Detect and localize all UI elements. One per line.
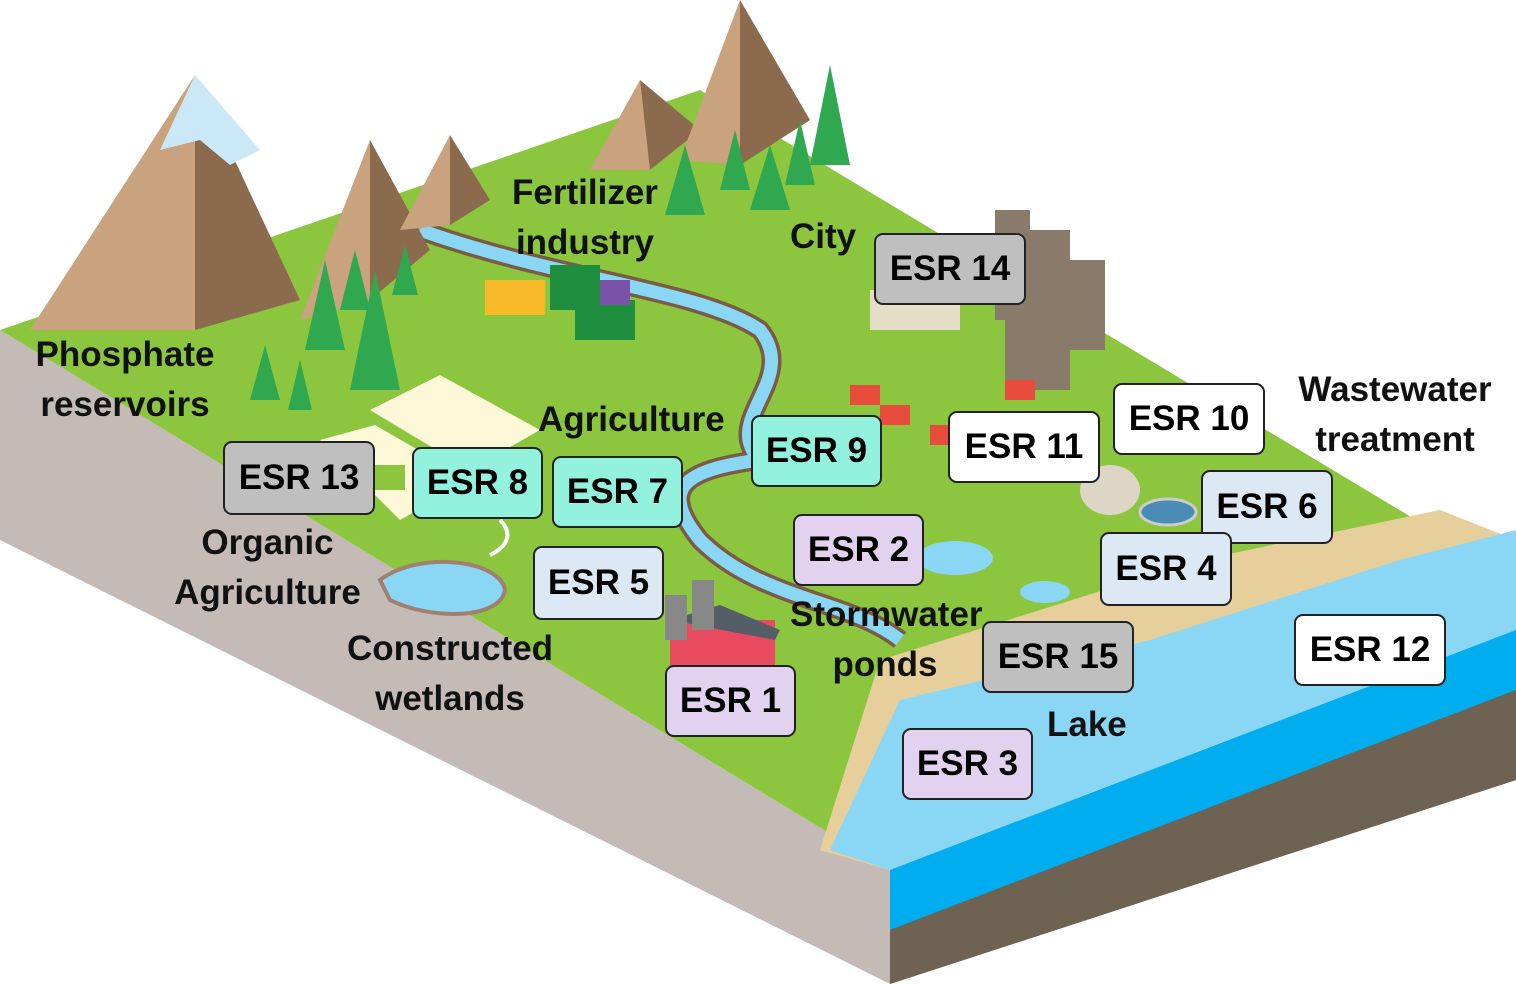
esr-7-box: ESR 7 <box>552 456 683 528</box>
esr-15-box: ESR 15 <box>982 621 1134 693</box>
barn <box>665 580 780 670</box>
esr-3-box: ESR 3 <box>902 728 1033 800</box>
ground-left-face <box>0 330 890 984</box>
label-organic-agriculture: Organic Agriculture <box>174 523 361 612</box>
esr-12-box: ESR 12 <box>1294 614 1446 686</box>
esr-10-box: ESR 10 <box>1113 383 1265 455</box>
esr-4-box: ESR 4 <box>1100 532 1232 606</box>
lake-front <box>890 630 1516 930</box>
label-fertilizer-industry: Fertilizer industry <box>512 173 658 262</box>
label-wastewater-treatment: Wastewater treatment <box>1298 370 1492 459</box>
houses <box>850 380 1035 445</box>
label-stormwater-ponds: Stormwater ponds <box>790 595 983 684</box>
esr-6-box: ESR 6 <box>1201 470 1333 544</box>
wetland-pond <box>377 559 508 616</box>
esr-14-box: ESR 14 <box>874 233 1026 305</box>
esr-9-box: ESR 9 <box>751 415 882 487</box>
ground-under-lake <box>890 690 1516 984</box>
esr-1-box: ESR 1 <box>665 665 796 737</box>
label-phosphate-reservoirs: Phosphate reservoirs <box>35 335 215 424</box>
flow-arrow <box>489 518 510 557</box>
esr-5-box: ESR 5 <box>533 546 664 620</box>
esr-2-box: ESR 2 <box>793 514 924 586</box>
esr-11-box: ESR 11 <box>948 411 1100 483</box>
factory <box>485 265 635 340</box>
stormwater-pond <box>917 541 993 575</box>
label-lake: Lake <box>1047 705 1127 744</box>
label-city: City <box>790 217 857 256</box>
esr-8-box: ESR 8 <box>412 447 543 519</box>
mountains <box>30 0 810 330</box>
label-agriculture: Agriculture <box>538 400 725 439</box>
label-constructed-wetlands: Constructed wetlands <box>346 629 554 718</box>
stormwater-pond <box>1020 581 1070 603</box>
esr-13-box: ESR 13 <box>223 441 375 515</box>
trees <box>230 65 850 500</box>
